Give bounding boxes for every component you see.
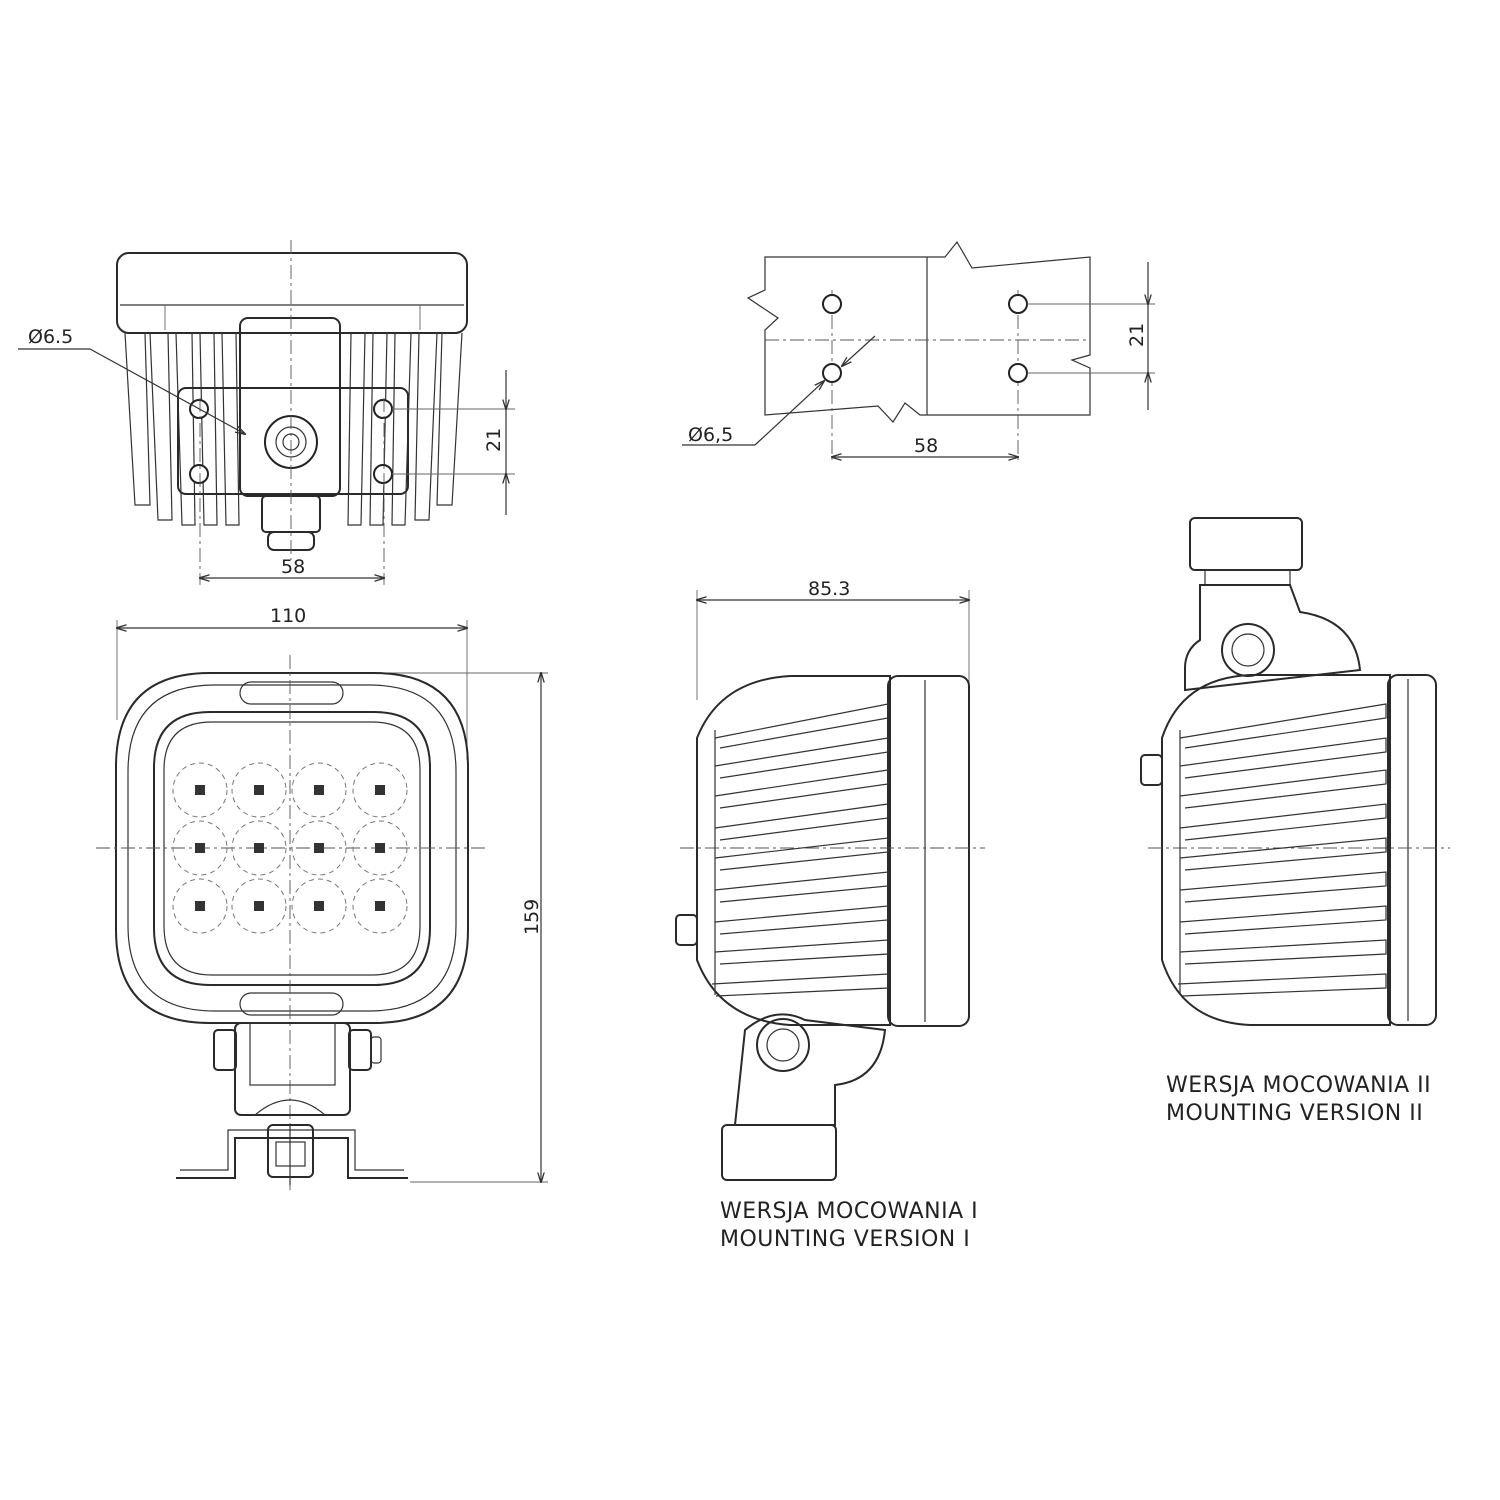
led	[375, 901, 385, 911]
side-view-1-caption-en: MOUNTING VERSION I	[720, 1227, 970, 1252]
side-view-2: WERSJA MOCOWANIA II MOUNTING VERSION II	[1140, 517, 1450, 1126]
side-view-1-fins	[711, 703, 889, 997]
side-view-2-base	[1189, 517, 1303, 571]
top-view-hole	[373, 464, 393, 484]
top-view-bracket-plate	[177, 387, 409, 495]
template-hole	[822, 294, 842, 314]
lens	[153, 711, 431, 986]
front-view-width-label: 110	[270, 605, 306, 627]
led	[314, 901, 324, 911]
front-view-mount	[176, 1022, 408, 1185]
top-view-hole-diameter-label: Ø6.5	[28, 326, 73, 348]
led	[254, 785, 264, 795]
template-hole	[822, 363, 842, 383]
lamp-housing	[115, 672, 469, 1024]
template-hole	[1008, 294, 1028, 314]
led	[254, 901, 264, 911]
side-view-2-caption-pl: WERSJA MOCOWANIA II	[1166, 1073, 1431, 1098]
drilling-template: Ø6,5 21 58	[682, 240, 1155, 460]
template-vertical-spacing-label: 21	[1126, 323, 1148, 347]
side-view-2-caption-en: MOUNTING VERSION II	[1166, 1101, 1423, 1126]
front-view-height-label: 159	[521, 899, 543, 935]
led	[195, 901, 205, 911]
top-view-bracket-arm	[239, 317, 341, 497]
led	[314, 785, 324, 795]
template-hole-diameter-label: Ø6,5	[688, 424, 733, 446]
top-view-vertical-spacing-label: 21	[483, 428, 505, 452]
side-view-1-bracket	[733, 1013, 887, 1126]
led	[375, 785, 385, 795]
template-hole	[1008, 363, 1028, 383]
side-view-1: 85.3 WERSJA MOCOWANIA I MOUNTING VERSION…	[675, 578, 985, 1252]
led	[314, 843, 324, 853]
top-view-fins	[124, 305, 463, 526]
side-view-1-housing	[696, 675, 891, 1026]
led	[375, 843, 385, 853]
top-view: Ø6.5 21 58	[18, 240, 515, 585]
front-view: 110 159	[96, 605, 548, 1190]
side-view-1-caption-pl: WERSJA MOCOWANIA I	[720, 1199, 978, 1224]
side-view-2-bracket	[1184, 584, 1362, 692]
led	[195, 785, 205, 795]
top-view-hole	[373, 399, 393, 419]
side-view-depth-label: 85.3	[808, 578, 850, 600]
template-horizontal-spacing-label: 58	[914, 435, 938, 457]
top-view-hole	[189, 464, 209, 484]
led	[195, 843, 205, 853]
side-view-2-housing	[1161, 674, 1391, 1026]
side-view-2-fins	[1177, 703, 1387, 997]
top-view-horizontal-spacing-label: 58	[281, 556, 305, 578]
led-grid	[172, 762, 408, 934]
side-view-1-base	[721, 1124, 837, 1181]
led	[254, 843, 264, 853]
